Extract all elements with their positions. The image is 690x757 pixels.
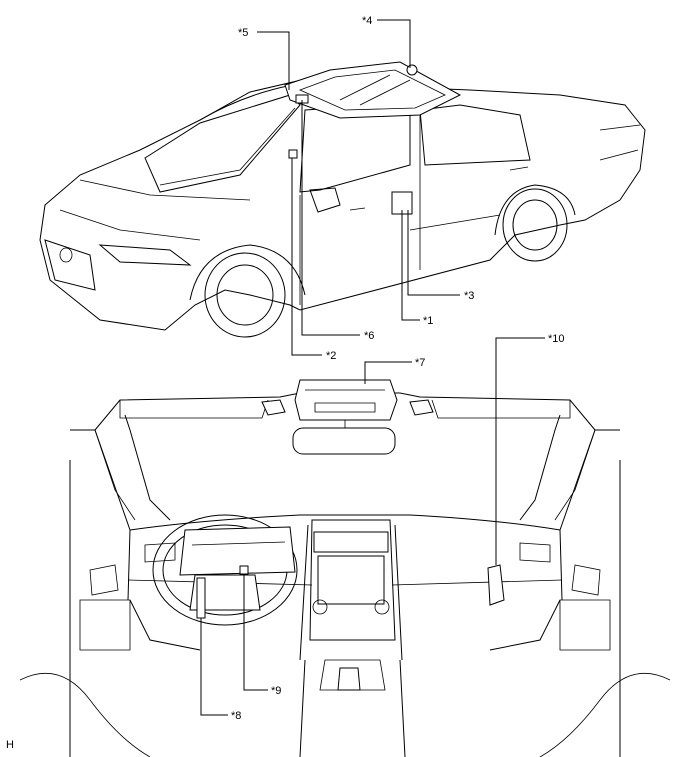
rearview-mirror: [292, 427, 396, 455]
callout-7: *7: [415, 357, 425, 369]
leader-lines-interior: [200, 337, 545, 716]
callout-4: *4: [362, 15, 372, 27]
callout-8: *8: [231, 710, 241, 722]
callout-9: *9: [271, 685, 281, 697]
component-7: [294, 379, 398, 421]
leader-lines-exterior: [257, 19, 460, 356]
component-9: [239, 565, 249, 575]
callout-6: *6: [364, 330, 374, 342]
callout-10: *10: [548, 333, 565, 345]
component-4: [406, 64, 418, 76]
car-interior-illustration: [19, 379, 671, 757]
callout-labels: *5 *4 *3 *1 *6 *2 *7 *10 *9 *8 H: [6, 15, 565, 751]
combination-meter: [179, 526, 296, 576]
callout-3: *3: [464, 290, 474, 302]
center-display: [317, 555, 385, 605]
callout-5: *5: [238, 27, 248, 39]
callout-2: *2: [326, 350, 336, 362]
car-exterior-illustration: [39, 61, 646, 338]
figure-code: H: [6, 739, 14, 751]
component-8: [196, 577, 206, 619]
callout-1: *1: [423, 315, 433, 327]
component-2: [288, 149, 298, 159]
center-control-panel: [313, 531, 389, 553]
component-10: [487, 564, 505, 606]
